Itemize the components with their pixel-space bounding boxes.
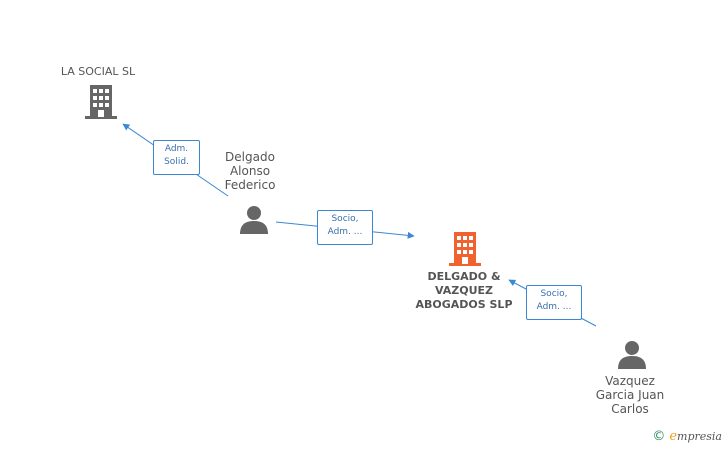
edge-label-adm-solid[interactable]: Adm. Solid. xyxy=(153,140,200,175)
node-label-delgado-alonso: Delgado Alonso Federico xyxy=(224,150,276,192)
person-icon[interactable] xyxy=(617,340,647,370)
edge-label-line: Adm. xyxy=(164,144,189,154)
edge-label-socio-adm-2[interactable]: Socio, Adm. ... xyxy=(526,285,582,320)
edge-label-line: Adm. ... xyxy=(327,227,363,237)
brand-name: mpresia xyxy=(677,430,722,443)
building-icon[interactable] xyxy=(85,85,117,119)
node-label-delgado-vazquez: DELGADO & VAZQUEZ ABOGADOS SLP xyxy=(415,270,513,311)
building-icon[interactable] xyxy=(449,232,481,266)
edge-label-socio-adm-1[interactable]: Socio, Adm. ... xyxy=(317,210,373,245)
edge-label-line: Solid. xyxy=(164,157,189,167)
empresia-logo: ©empresia xyxy=(652,429,722,444)
edge-label-line: Socio, xyxy=(540,289,568,299)
copyright-symbol: © xyxy=(652,429,666,444)
node-label-vazquez-garcia: Vazquez Garcia Juan Carlos xyxy=(595,374,665,416)
edge-label-line: Socio, xyxy=(331,214,359,224)
edge-label-line: Adm. ... xyxy=(536,302,572,312)
node-label-la-social: LA SOCIAL SL xyxy=(60,65,136,78)
person-icon[interactable] xyxy=(239,205,269,235)
brand-initial: e xyxy=(669,429,678,444)
